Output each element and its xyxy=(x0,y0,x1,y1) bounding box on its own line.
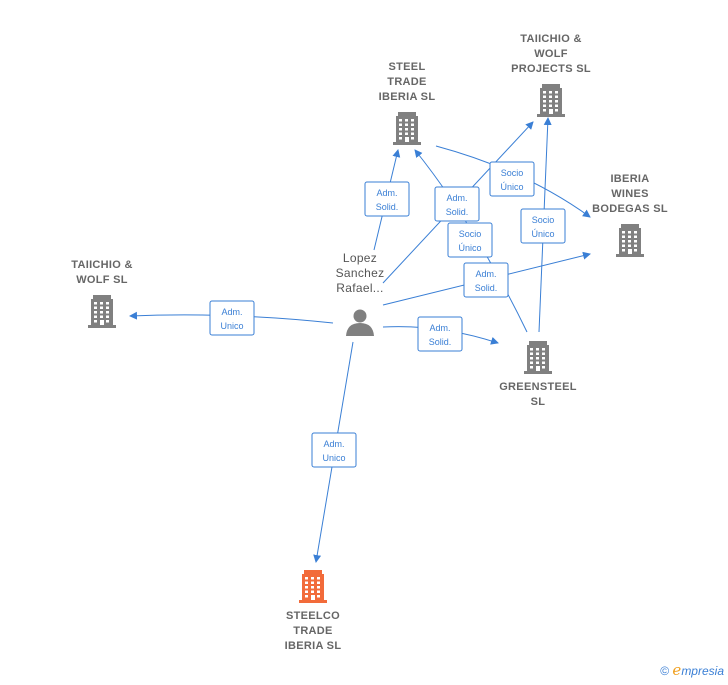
node-label: Lopez xyxy=(343,251,377,265)
node-label: WOLF SL xyxy=(76,274,128,286)
node-steel_trade[interactable]: STEEL TRADE IBERIA SL xyxy=(379,61,436,145)
node-label: IBERIA xyxy=(610,173,649,185)
edge-badge-text: Adm. xyxy=(376,188,397,198)
copyright-symbol: © xyxy=(660,664,670,678)
node-label: BODEGAS SL xyxy=(592,203,668,215)
edge-badge-text: Solid. xyxy=(475,283,498,293)
edge-badge[interactable]: Adm. Solid. xyxy=(463,262,509,298)
node-steelco[interactable]: STEELCO TRADE IBERIA SL xyxy=(285,570,342,652)
node-label: TAIICHIO & xyxy=(71,259,132,271)
node-label: IBERIA SL xyxy=(285,640,342,652)
node-label: WOLF xyxy=(534,48,568,60)
node-label: STEELCO xyxy=(286,610,340,622)
node-taiichio_projects[interactable]: TAIICHIO & WOLF PROJECTS SL xyxy=(511,33,591,117)
node-label: GREENSTEEL xyxy=(499,381,577,393)
building-icon xyxy=(88,295,116,328)
edge-badge-text: Adm. xyxy=(323,439,344,449)
nodes-layer: STEEL TRADE IBERIA SL TAIICHIO & WOLF PROJECT… xyxy=(71,33,668,652)
edge-badge-box xyxy=(520,208,566,244)
edge-badge-text: Solid. xyxy=(429,337,452,347)
edge-badge-box xyxy=(364,181,410,217)
person-icon xyxy=(346,309,374,336)
node-label: Sanchez xyxy=(336,266,385,280)
node-taiichio_wolf[interactable]: TAIICHIO & WOLF SL xyxy=(71,259,132,328)
edge-badge-text: Unico xyxy=(220,321,243,331)
node-label: TRADE xyxy=(387,76,426,88)
edge-badge-text: Adm. xyxy=(475,269,496,279)
edge-badge-text: Único xyxy=(500,182,523,192)
edge-badge-box xyxy=(417,316,463,352)
edge-badge-box xyxy=(489,161,535,197)
edge-badge-text: Único xyxy=(458,243,481,253)
edge-badge-text: Unico xyxy=(322,453,345,463)
node-person[interactable]: LopezSanchezRafael... xyxy=(336,251,385,336)
node-label: STEEL xyxy=(389,61,426,73)
node-label: WINES xyxy=(611,188,649,200)
edge-badge[interactable]: Adm. Solid. xyxy=(364,181,410,217)
node-label: TAIICHIO & xyxy=(520,33,581,45)
edge-badge[interactable]: Adm. Solid. xyxy=(434,186,480,222)
building-icon xyxy=(393,112,421,145)
edge-badge-text: Adm. xyxy=(429,323,450,333)
edge-badge-box xyxy=(311,432,357,468)
edge-badge-text: Solid. xyxy=(376,202,399,212)
building-icon xyxy=(616,224,644,257)
node-label: IBERIA SL xyxy=(379,91,436,103)
node-label: Rafael... xyxy=(336,281,383,295)
node-iberia_wines[interactable]: IBERIA WINES BODEGAS SL xyxy=(592,173,668,257)
edge-badge-text: Único xyxy=(531,229,554,239)
edge-badge-box xyxy=(434,186,480,222)
node-label: PROJECTS SL xyxy=(511,63,591,75)
building-icon xyxy=(524,341,552,374)
building-icon xyxy=(299,570,327,603)
brand-initial: e xyxy=(672,661,682,679)
brand-name: mpresia xyxy=(681,664,724,678)
edge-badge-text: Solid. xyxy=(446,207,469,217)
edge-badge[interactable]: Adm. Unico xyxy=(209,300,255,336)
footer-brand: © empresia xyxy=(660,661,724,679)
edge-badge-text: Adm. xyxy=(221,307,242,317)
edge-badge[interactable]: Adm. Solid. xyxy=(417,316,463,352)
node-label: TRADE xyxy=(293,625,332,637)
edge-badge-text: Socio xyxy=(501,168,524,178)
edge-badge-text: Socio xyxy=(532,215,555,225)
node-greensteel[interactable]: GREENSTEEL SL xyxy=(499,341,577,408)
node-label: SL xyxy=(531,396,546,408)
building-icon xyxy=(537,84,565,117)
edge-badge-box xyxy=(209,300,255,336)
edge-badge-text: Adm. xyxy=(446,193,467,203)
edge-badge-box xyxy=(447,222,493,258)
edge-badge-text: Socio xyxy=(459,229,482,239)
edge-badge[interactable]: Adm. Unico xyxy=(311,432,357,468)
edge-badge-box xyxy=(463,262,509,298)
